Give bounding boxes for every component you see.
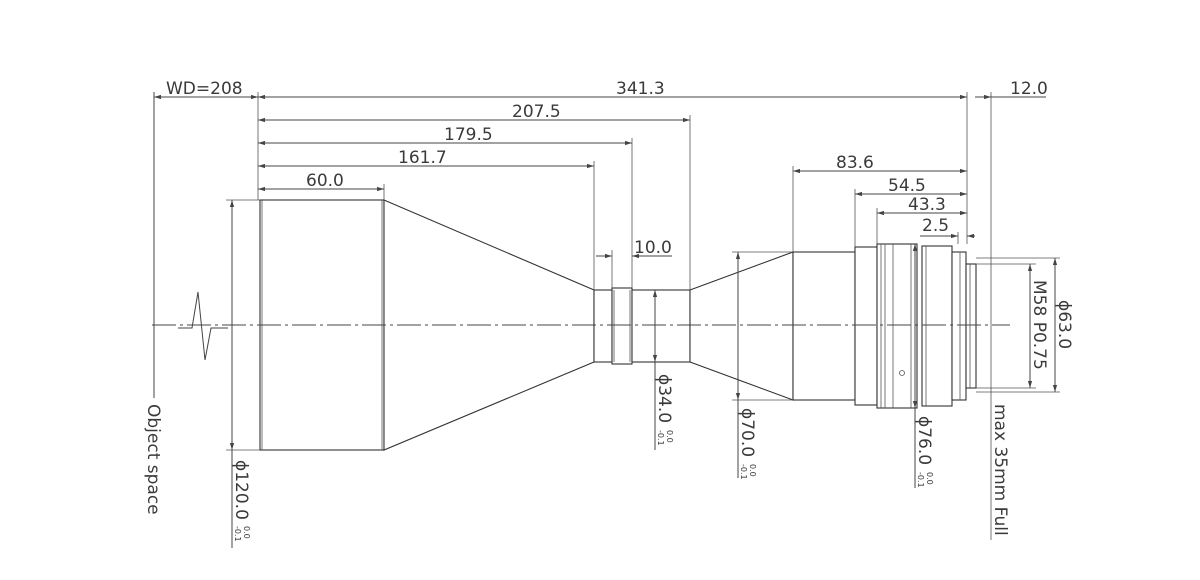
- svg-text:-0.1: -0.1: [656, 430, 665, 446]
- sensor-label: max 35mm Full: [990, 404, 1010, 536]
- rear-barrel: [792, 251, 856, 401]
- dia-63-label: ϕ63.0: [1054, 300, 1074, 349]
- waist-tube: [631, 289, 691, 363]
- svg-text:0.0: 0.0: [665, 430, 674, 443]
- rear-ring: [876, 243, 918, 409]
- mount-ring: [921, 245, 953, 407]
- waist-ring-2: [611, 287, 633, 365]
- dia-70-text: ϕ70.0 0.0 -0.1: [737, 408, 757, 480]
- focus-ring: [854, 246, 878, 406]
- dim-10-label: 10.0: [634, 238, 672, 258]
- rear-cone: [689, 251, 794, 401]
- rear-12-label: 12.0: [1010, 79, 1048, 99]
- svg-text:ϕ70.0: ϕ70.0: [737, 408, 757, 457]
- mount-flange: [951, 251, 967, 401]
- svg-text:ϕ120.0: ϕ120.0: [231, 460, 251, 520]
- thread-label: M58 P0.75: [1029, 280, 1049, 370]
- dim-83-label: 83.6: [836, 153, 874, 173]
- dim-43-label: 43.3: [908, 195, 946, 215]
- dim-207-label: 207.5: [512, 102, 561, 122]
- dia-76-text: ϕ76.0 0.0 -0.1: [914, 416, 934, 488]
- svg-text:ϕ34.0: ϕ34.0: [654, 374, 674, 423]
- dia-120-text: ϕ120.0 0.0 -0.1: [231, 460, 251, 542]
- svg-text:0.0: 0.0: [925, 472, 934, 485]
- thread-section: [965, 263, 977, 389]
- dim-179-label: 179.5: [444, 125, 493, 145]
- break-symbol: [178, 291, 228, 361]
- svg-text:-0.1: -0.1: [916, 472, 925, 488]
- dim-161-label: 161.7: [398, 148, 447, 168]
- dim-2-5-label: 2.5: [922, 216, 949, 236]
- dia-34-text: ϕ34.0 0.0 -0.1: [654, 374, 674, 446]
- object-space-label: Object space: [143, 404, 163, 515]
- total-length-label: 341.3: [616, 79, 665, 99]
- dim-54-label: 54.5: [888, 176, 926, 196]
- wd-label: WD=208: [166, 79, 243, 99]
- dim-60-label: 60.0: [306, 171, 344, 191]
- svg-text:0.0: 0.0: [242, 526, 251, 539]
- svg-text:0.0: 0.0: [748, 464, 757, 477]
- svg-text:ϕ76.0: ϕ76.0: [914, 416, 934, 465]
- svg-text:-0.1: -0.1: [739, 464, 748, 480]
- waist-ring-1: [593, 289, 613, 363]
- svg-text:-0.1: -0.1: [233, 526, 242, 542]
